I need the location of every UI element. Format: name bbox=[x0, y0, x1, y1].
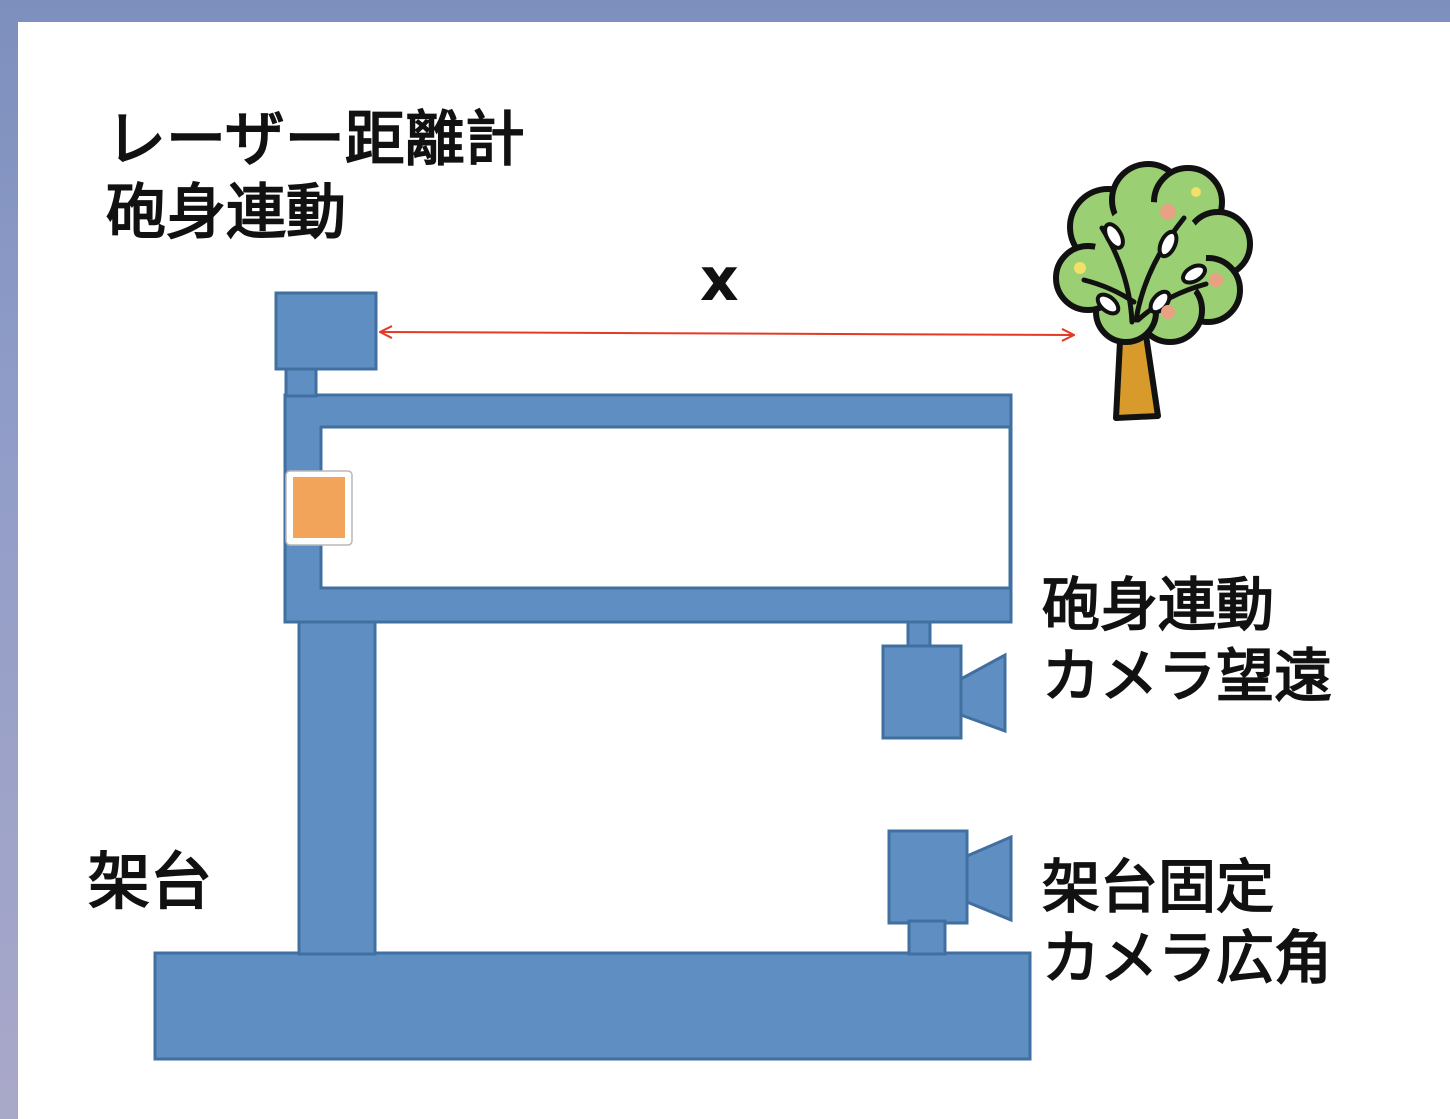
stand-label: 架台 bbox=[88, 845, 213, 918]
camera-mount bbox=[907, 919, 947, 956]
wide-camera bbox=[887, 829, 1013, 956]
slide-canvas: レーザー距離計 砲身連動 x 砲身連動 カメラ望遠 架台 架台固定 カメラ広角 bbox=[18, 22, 1450, 1119]
stand-base bbox=[153, 951, 1032, 1061]
camera-body bbox=[881, 644, 963, 740]
laser-rangefinder bbox=[274, 291, 378, 371]
laser-rangefinder-label: レーザー距離計 砲身連動 bbox=[106, 105, 525, 249]
tree-icon bbox=[1053, 161, 1253, 421]
barrel-frame bbox=[283, 393, 1013, 624]
camera-mount bbox=[906, 620, 932, 650]
distance-label: x bbox=[700, 245, 739, 315]
stand-post bbox=[297, 618, 377, 956]
camera-body bbox=[887, 829, 969, 925]
orange-marker bbox=[293, 477, 345, 538]
camera-lens bbox=[965, 834, 1013, 923]
apparatus-diagram bbox=[153, 161, 1253, 1061]
camera-lens bbox=[959, 652, 1007, 734]
telephoto-camera-label: 砲身連動 カメラ望遠 bbox=[1042, 571, 1333, 710]
wide-camera-label: 架台固定 カメラ広角 bbox=[1042, 853, 1333, 992]
distance-arrow bbox=[381, 332, 1073, 335]
telephoto-camera bbox=[881, 620, 1007, 740]
